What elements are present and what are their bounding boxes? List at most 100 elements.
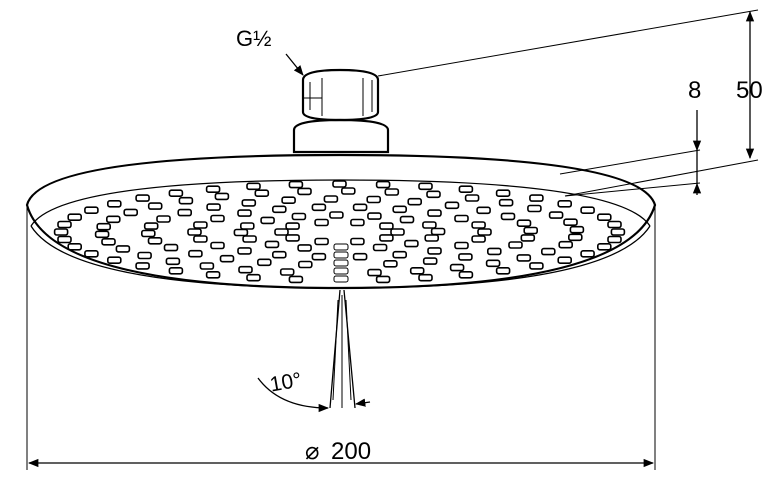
nozzle [288, 275, 304, 284]
nozzle [399, 215, 415, 224]
nozzle [426, 190, 441, 199]
nozzle [352, 203, 368, 212]
nozzle [464, 194, 480, 202]
nozzle [297, 244, 312, 252]
nozzle [372, 243, 388, 252]
nozzle [246, 182, 261, 191]
nozzle [147, 202, 163, 210]
nozzle [458, 185, 474, 193]
nozzle [67, 213, 82, 221]
nozzle [485, 259, 501, 268]
nozzle [57, 220, 72, 229]
nozzle [311, 252, 327, 261]
thread-label: G½ [236, 26, 271, 51]
nozzle [288, 180, 304, 189]
nozzle [57, 235, 72, 244]
nozzle [558, 240, 574, 249]
nozzle [563, 218, 578, 226]
nozzle [240, 222, 255, 230]
height-total-label: 50 [736, 77, 763, 104]
nozzle [115, 245, 131, 253]
nozzle [500, 212, 516, 221]
nozzle [199, 262, 215, 270]
nozzle [107, 200, 122, 208]
neck [292, 118, 390, 154]
nozzle [529, 194, 544, 202]
nozzle [297, 260, 313, 269]
nozzle [137, 251, 152, 260]
nozzle [404, 239, 419, 248]
nozzle [285, 234, 300, 242]
nozzle [281, 196, 296, 204]
nozzle [390, 228, 405, 236]
nozzle [205, 185, 221, 193]
nozzle [238, 265, 253, 274]
nozzle [375, 275, 391, 284]
nozzle [427, 209, 442, 217]
nozzle [458, 270, 474, 279]
nozzle [471, 235, 486, 243]
nozzle [143, 222, 159, 230]
nozzle [260, 216, 275, 225]
angle-label: 10° [268, 368, 303, 396]
nozzle [392, 205, 408, 214]
nozzle [168, 189, 184, 197]
nozzle [454, 241, 469, 250]
nozzle [84, 250, 99, 258]
nozzle [508, 241, 523, 249]
nozzle [557, 256, 573, 265]
nozzle [384, 188, 400, 196]
nozzle [84, 206, 99, 214]
height-plate-label: 8 [688, 77, 701, 104]
center-nozzles [333, 243, 349, 283]
nozzle [135, 194, 150, 202]
nozzle [141, 229, 156, 238]
nozzle [214, 192, 230, 201]
spray-jet [329, 289, 356, 409]
nozzle [548, 211, 564, 219]
nozzle [256, 258, 272, 267]
nozzle [596, 213, 612, 221]
diameter-symbol: ⌀ [305, 438, 319, 465]
nozzle [498, 198, 514, 207]
nozzle [210, 214, 225, 223]
nozzle [422, 221, 437, 229]
nozzle [177, 208, 192, 217]
height-plate-dimension: 8 [688, 77, 701, 195]
nozzle [67, 243, 82, 251]
nozzle-pattern [53, 180, 626, 284]
nozzle [210, 241, 225, 250]
nozzle [314, 237, 329, 246]
nozzle [383, 259, 398, 268]
nozzle [311, 203, 327, 212]
nozzle [427, 247, 442, 255]
nozzle [418, 182, 433, 191]
nozzle [567, 233, 583, 242]
nozzle [516, 254, 532, 262]
nozzle [53, 228, 69, 236]
nozzle [101, 238, 116, 246]
thread-callout: G½ [236, 26, 304, 76]
nozzle [156, 215, 171, 223]
nozzle [165, 257, 181, 266]
angle-dimension: 10° [257, 368, 371, 413]
nozzle [430, 227, 446, 236]
nozzle [297, 187, 312, 196]
nozzle [168, 266, 184, 275]
nozzle [520, 234, 536, 242]
nozzle [237, 209, 252, 217]
nozzle [314, 218, 329, 227]
nozzle [246, 273, 261, 282]
nozzle [569, 225, 585, 234]
nozzle [516, 219, 532, 227]
nozzle [241, 199, 257, 207]
nozzle [323, 195, 339, 203]
nozzle [147, 237, 163, 245]
nozzle [332, 180, 347, 188]
nozzle [329, 211, 344, 219]
nozzle [486, 247, 502, 256]
nozzle [188, 249, 203, 258]
nozzle [379, 234, 394, 242]
nozzle [178, 196, 194, 205]
